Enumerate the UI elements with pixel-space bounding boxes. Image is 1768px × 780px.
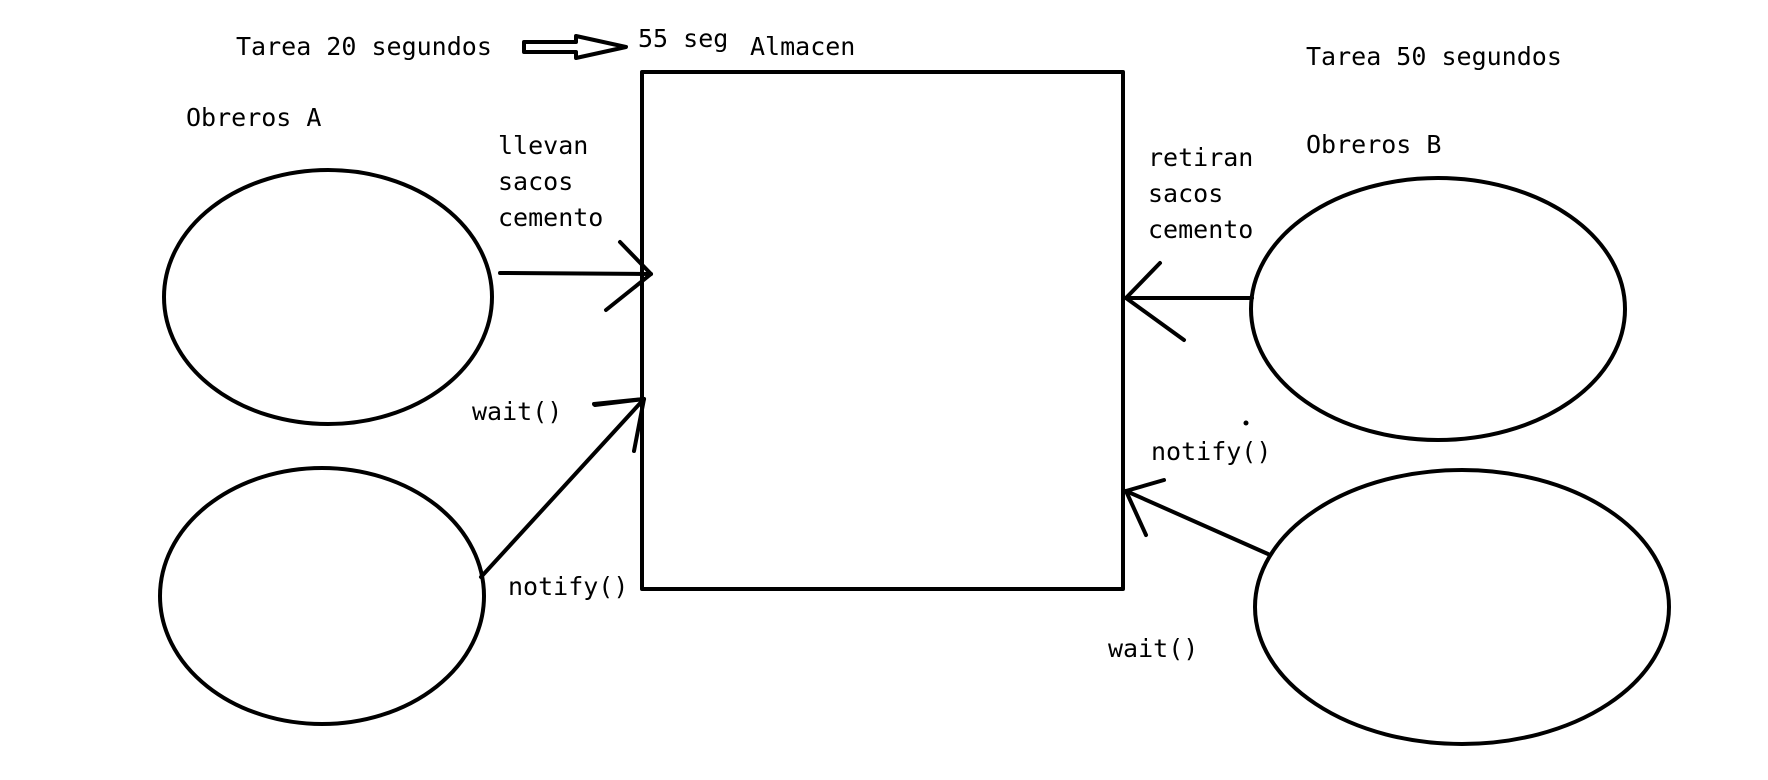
notify-right-arrow-line: [1124, 489, 1270, 556]
deliver-text-line2: sacos: [498, 167, 573, 196]
withdraw-text-line3: cemento: [1148, 215, 1253, 244]
group-b-label: Obreros B: [1306, 130, 1441, 159]
hollow-arrow-icon: [522, 34, 628, 60]
wait-left-tick: [593, 397, 646, 407]
group-a-label: Obreros A: [186, 103, 321, 132]
notify-right-label: notify(): [1151, 437, 1271, 466]
stray-dot: [1243, 420, 1249, 426]
task-b-label: Tarea 50 segundos: [1306, 42, 1562, 71]
warehouse-label: Almacen: [750, 32, 855, 61]
obreros-a-ellipse-top: [162, 168, 494, 426]
deliver-arrow-line: [498, 271, 653, 276]
notify-left-label: notify(): [508, 572, 628, 601]
obreros-b-ellipse-bottom: [1253, 468, 1671, 746]
obreros-a-ellipse-bottom: [158, 466, 486, 726]
task-a-label: Tarea 20 segundos: [236, 32, 492, 61]
deliver-arrowhead-icon: [604, 240, 653, 312]
withdraw-text-line2: sacos: [1148, 179, 1223, 208]
wait-left-label: wait(): [472, 397, 562, 426]
obreros-b-ellipse-top: [1249, 176, 1627, 442]
withdraw-text-line1: retiran: [1148, 143, 1253, 172]
deliver-text-line1: llevan: [498, 131, 588, 160]
notify-right-arrowhead-icon: [1124, 478, 1166, 537]
time-label: 55 seg: [638, 24, 728, 53]
warehouse-box: [640, 70, 1125, 591]
deliver-text-line3: cemento: [498, 203, 603, 232]
notify-left-arrow-line: [479, 397, 646, 579]
wait-right-label: wait(): [1108, 634, 1198, 663]
withdraw-arrowhead-icon: [1124, 261, 1186, 342]
